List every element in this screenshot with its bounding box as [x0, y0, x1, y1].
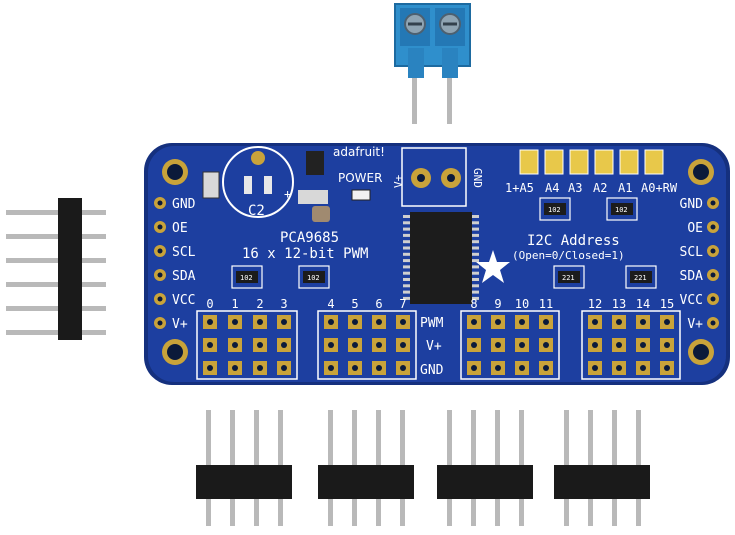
- channel-label: 11: [539, 297, 553, 311]
- resistor-code: 221: [634, 274, 647, 282]
- channel-label: 14: [636, 297, 650, 311]
- i2c-address-title: I2C Address: [527, 233, 620, 249]
- resistor-code: 102: [548, 206, 561, 214]
- smd-component: [298, 190, 328, 204]
- capacitor-outline: [222, 146, 294, 218]
- resistor-array: [630, 271, 652, 283]
- resistor-code: 102: [615, 206, 628, 214]
- left-pin-label: SCL: [172, 245, 196, 260]
- resistor-array: [236, 271, 258, 283]
- mounting-hole: [688, 159, 714, 185]
- channel-label: 7: [399, 297, 406, 311]
- right-pin-label: SCL: [680, 245, 704, 260]
- channel-label: 4: [327, 297, 334, 311]
- right-pin-label: GND: [680, 197, 704, 212]
- header-plastic: [437, 465, 533, 499]
- smd-component: [312, 206, 330, 222]
- chip-name-label: PCA9685: [280, 230, 339, 246]
- channel-label: 8: [470, 297, 477, 311]
- pcb-board: C2 + adafruit! POWER PCA9685 16 x 12-bit…: [144, 143, 730, 385]
- adafruit-star-logo: [476, 250, 510, 283]
- transistor: [306, 151, 324, 175]
- mounting-hole: [688, 339, 714, 365]
- vplus-row-label: V+: [426, 339, 442, 354]
- left-pin-label: V+: [172, 317, 188, 332]
- address-label: A2: [593, 181, 607, 195]
- header-plastic: [196, 465, 292, 499]
- address-label: A1: [618, 181, 632, 195]
- address-jumper-pad: [644, 149, 664, 175]
- header-pin: [6, 258, 106, 263]
- straight-headers: [196, 410, 650, 526]
- terminal-outline: [401, 147, 467, 207]
- power-led: [351, 189, 371, 201]
- channel-label: 9: [494, 297, 501, 311]
- header-plastic: [318, 465, 414, 499]
- resistor-code: 102: [307, 274, 320, 282]
- terminal-block: [394, 3, 471, 124]
- resistor-array: [611, 203, 633, 215]
- channel-label: 1: [231, 297, 238, 311]
- resistor-code: 221: [562, 274, 575, 282]
- pwm-row-label: PWM: [420, 316, 444, 331]
- channel-label: 3: [280, 297, 287, 311]
- resistor-array: [303, 271, 325, 283]
- address-jumpers: [519, 149, 664, 175]
- right-pin-label: SDA: [680, 269, 704, 284]
- terminal-vplus-label: V+: [392, 174, 405, 188]
- header-pin: [6, 330, 106, 335]
- header-pin: [6, 306, 106, 311]
- terminal-gnd-label: GND: [471, 168, 484, 188]
- header-pin: [6, 282, 106, 287]
- right-angle-header: [6, 198, 106, 340]
- right-pin-label: VCC: [680, 293, 703, 308]
- header-pin: [6, 234, 106, 239]
- channel-label: 15: [660, 297, 674, 311]
- channel-label: 12: [588, 297, 602, 311]
- pca9685-chip: [403, 212, 479, 304]
- address-label: A3: [568, 181, 582, 195]
- channel-label: 13: [612, 297, 626, 311]
- header-plastic: [554, 465, 650, 499]
- resistor-array: [544, 203, 566, 215]
- address-jumper-pad: [569, 149, 589, 175]
- gnd-row-label: GND: [420, 363, 444, 378]
- right-pin-label: V+: [687, 317, 703, 332]
- address-jumper-pad: [594, 149, 614, 175]
- channel-label: 5: [351, 297, 358, 311]
- capacitor-label: C2: [248, 203, 265, 219]
- capacitor-plus: +: [284, 187, 291, 201]
- i2c-address-subtitle: (Open=0/Closed=1): [512, 249, 625, 262]
- address-label: 1+A5: [505, 181, 534, 195]
- channel-label: 6: [375, 297, 382, 311]
- mounting-hole: [162, 339, 188, 365]
- resistor-array: [558, 271, 580, 283]
- address-jumper-pad: [544, 149, 564, 175]
- header-plastic: [58, 198, 82, 340]
- brand-label: adafruit!: [333, 145, 385, 159]
- smd-component: [202, 171, 220, 199]
- left-pin-label: OE: [172, 221, 188, 236]
- channel-label: 10: [515, 297, 529, 311]
- address-jumper-pad: [619, 149, 639, 175]
- mounting-hole: [162, 159, 188, 185]
- address-jumper-pad: [519, 149, 539, 175]
- resistor-code: 102: [240, 274, 253, 282]
- chip-desc-label: 16 x 12-bit PWM: [242, 246, 368, 262]
- left-pin-label: GND: [172, 197, 196, 212]
- left-pin-label: SDA: [172, 269, 196, 284]
- left-pin-label: VCC: [172, 293, 195, 308]
- header-pin: [6, 210, 106, 215]
- channel-label: 0: [206, 297, 213, 311]
- right-pin-label: OE: [687, 221, 703, 236]
- address-label: A0+RW: [641, 181, 678, 195]
- address-label: A4: [545, 181, 559, 195]
- power-label: POWER: [338, 171, 382, 185]
- channel-label: 2: [256, 297, 263, 311]
